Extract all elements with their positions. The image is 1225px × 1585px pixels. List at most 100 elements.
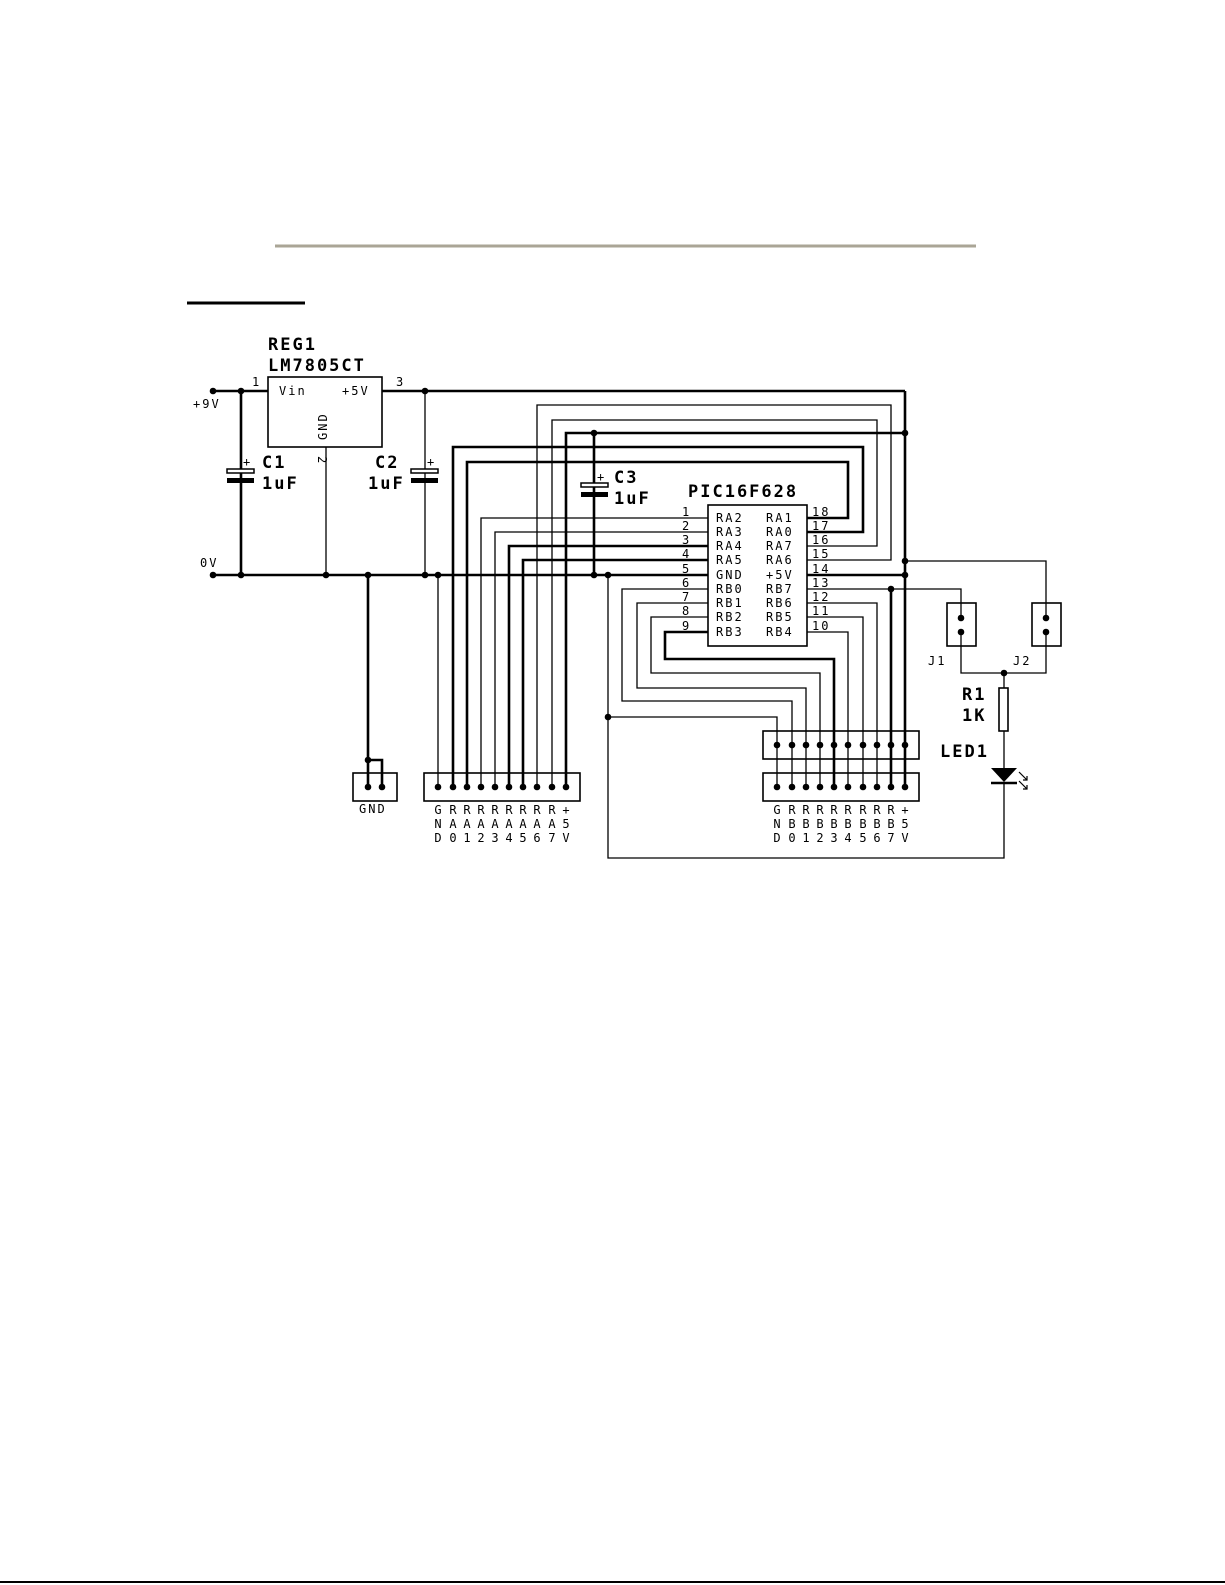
junction-dot (830, 783, 838, 791)
junction-dot (901, 741, 909, 749)
mcu-left-pin-number: 6 (682, 576, 691, 590)
c2-value: 1uF (368, 474, 405, 494)
c1-ref: C1 (262, 453, 286, 473)
resistor-r1: R1 1K (962, 685, 1009, 732)
junction-dot (901, 557, 909, 565)
junction-dot (364, 783, 372, 791)
junction-dot (802, 783, 810, 791)
junction-dot (463, 783, 471, 791)
junction-dot (505, 783, 513, 791)
junction-dot (901, 783, 909, 791)
c3-polarity: + (597, 470, 606, 484)
junction-dot (901, 571, 909, 579)
portb-pin-label: +5V (898, 803, 912, 845)
j2-label: J2 (1013, 654, 1031, 668)
led-led1: LED1 (940, 742, 1028, 790)
junction-dot (364, 571, 372, 579)
junction-dot (604, 713, 612, 721)
junction-dot (378, 783, 386, 791)
junction-dot (421, 571, 429, 579)
junction-dot (533, 783, 541, 791)
c3-ref: C3 (614, 468, 638, 488)
mcu-left-pin-name: RA4 (716, 539, 744, 553)
junction-dot (844, 741, 852, 749)
mcu-right-pin-number: 12 (812, 590, 830, 604)
mcu-left-pin-number: 7 (682, 590, 691, 604)
reg-pin-vin: Vin (279, 384, 307, 398)
mcu-left-pin-name: RA3 (716, 525, 744, 539)
porta-pin-label: RA7 (545, 803, 559, 845)
capacitor-c1: + C1 1uF (226, 453, 299, 494)
portb-pin-label: RB3 (827, 803, 841, 845)
mcu-right-pin-name: RA6 (766, 553, 794, 567)
junction-dots (209, 387, 1050, 791)
junction-dot (1042, 628, 1050, 636)
capacitor-c3: + C3 1uF (580, 468, 651, 509)
mcu-part: PIC16F628 (688, 482, 798, 502)
r1-value: 1K (962, 706, 986, 726)
led-diode-icon (991, 768, 1017, 782)
junction-dot (816, 783, 824, 791)
junction-dot (209, 387, 217, 395)
reg-pin-gnd: GND (316, 412, 330, 440)
junction-dot (491, 783, 499, 791)
portb-pin-label: GND (770, 803, 784, 845)
c1-polarity: + (243, 455, 252, 469)
c2-ref: C2 (375, 453, 399, 473)
jumper-j1[interactable]: J1 (928, 602, 977, 668)
reg-pin2-num: 2 (315, 456, 329, 465)
c1-value: 1uF (262, 474, 299, 494)
junction-dot (773, 783, 781, 791)
junction-dot (237, 387, 245, 395)
porta-pin-label: RA5 (516, 803, 530, 845)
reg-pin3-num: 3 (396, 375, 405, 389)
capacitor-c2: + C2 1uF (368, 453, 439, 494)
mcu-right-pin-number: 10 (812, 619, 830, 633)
porta-pin-label: RA6 (530, 803, 544, 845)
mcu-right-pin-number: 17 (812, 519, 830, 533)
mcu-left-pin-number: 1 (682, 505, 691, 519)
mcu-left-pin-number: 3 (682, 533, 691, 547)
portb-pin-label: RB0 (785, 803, 799, 845)
mcu-right-pin-name: RB6 (766, 596, 794, 610)
junction-dot (901, 429, 909, 437)
led-ref: LED1 (940, 742, 989, 762)
mcu-right-pin-name: RA7 (766, 539, 794, 553)
regulator-body (267, 376, 383, 448)
portb-pin-label: RB2 (813, 803, 827, 845)
junction-dot (434, 571, 442, 579)
mcu-right-pin-name: RA1 (766, 511, 794, 525)
porta-pin-label: RA4 (502, 803, 516, 845)
junction-dot (477, 783, 485, 791)
junction-dot (957, 614, 965, 622)
mcu-right-pin-name: RB5 (766, 610, 794, 624)
junction-dot (604, 571, 612, 579)
junction-dot (802, 741, 810, 749)
c3-value: 1uF (614, 489, 651, 509)
portb-pin-label: RB6 (870, 803, 884, 845)
junction-dot (364, 756, 372, 764)
junction-dot (887, 741, 895, 749)
portb-pin-label: RB7 (884, 803, 898, 845)
junction-dot (590, 571, 598, 579)
junction-dot (548, 783, 556, 791)
mcu-right-pin-number: 14 (812, 562, 830, 576)
mcu-left-pin-name: GND (716, 568, 744, 582)
porta-pin-label: RA0 (446, 803, 460, 845)
junction-dot (773, 741, 781, 749)
jumper-j2[interactable]: J2 (1013, 602, 1062, 668)
reg-pin-out: +5V (342, 384, 370, 398)
mcu-left-pin-number: 2 (682, 519, 691, 533)
junction-dot (887, 585, 895, 593)
portb-pin-label: RB1 (799, 803, 813, 845)
r1-ref: R1 (962, 685, 986, 705)
mcu-left-pin-number: 4 (682, 547, 691, 561)
led-light-arrows-icon (1018, 771, 1028, 790)
mcu-right-pin-number: 16 (812, 533, 830, 547)
regulator-reg1: REG1 LM7805CT Vin +5V GND 1 2 3 (252, 335, 405, 465)
mcu-right-pin-number: 11 (812, 604, 830, 618)
mcu-right-pin-name: RA0 (766, 525, 794, 539)
mcu-left-pin-name: RA2 (716, 511, 744, 525)
junction-dot (562, 783, 570, 791)
